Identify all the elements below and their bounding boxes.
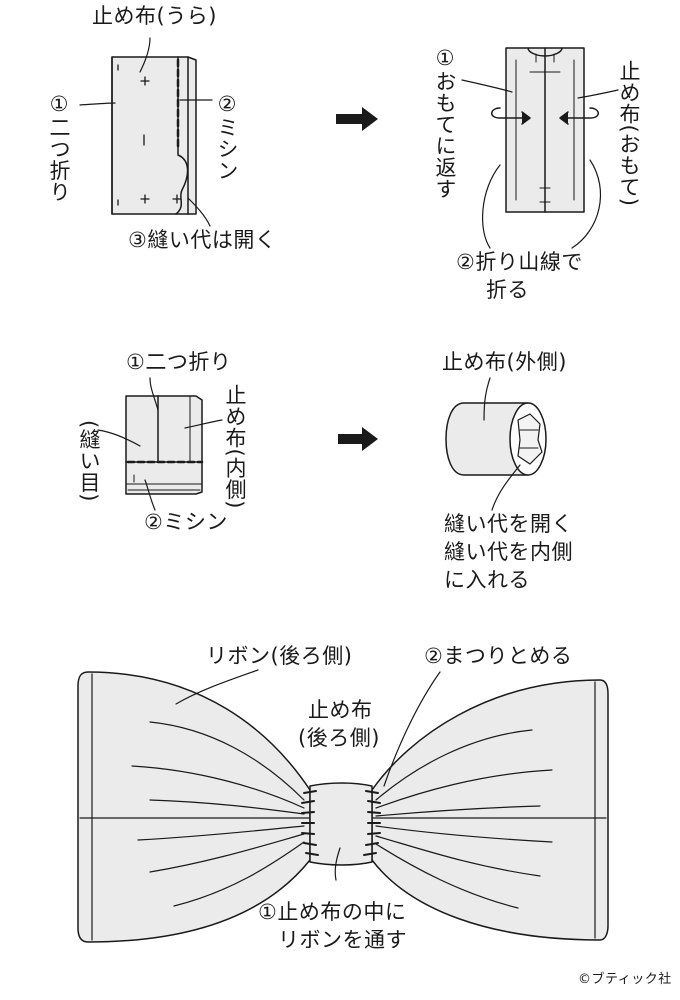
rotate-arrow-icons (491, 107, 599, 125)
step5-ribbon (77, 671, 609, 943)
step1-leaders (79, 37, 213, 227)
step3-inside-label: 止め布(内側) (223, 384, 248, 509)
step1-open-label: ③縫い代は開く (128, 228, 277, 252)
step2-foldline-2: 折る (486, 278, 529, 302)
step1-fold-label: ①二つ折り (47, 92, 72, 203)
step5-band (301, 782, 381, 866)
step2-turn-label: ①おもてに返す (433, 46, 458, 200)
step5-band-label-2: (後ろ側) (298, 726, 380, 750)
step5-band-label-1: 止め布 (308, 698, 373, 722)
copyright-text: ©ブティック社 (578, 972, 672, 987)
step3-fold-label: ①二つ折り (126, 350, 232, 374)
step3-fabric (125, 395, 204, 495)
step1-fabric (111, 56, 197, 215)
step4-note-3: に入れる (444, 568, 530, 592)
step5-pass-label-1: ①止め布の中に (258, 900, 407, 924)
step5-ribbon-back-label: リボン(後ろ側) (206, 644, 353, 668)
step2-foldline-1: ②折り山線で (456, 250, 583, 274)
arrow-right-icon (336, 107, 378, 451)
step4-leaders (483, 377, 521, 511)
step3-leaders (97, 377, 223, 511)
step5-pass-label-2: リボンを通す (278, 928, 407, 952)
step2-fabric-label: 止め布(おもて) (617, 60, 642, 207)
step4-note-1: 縫い代を開く (444, 512, 573, 536)
step3-seam-label: (縫い目) (77, 420, 102, 502)
step2-fabric (505, 47, 585, 213)
step1-sew-label: ②ミシン (215, 92, 240, 181)
step5-slipstitch-label: ②まつりとめる (424, 644, 573, 668)
step4-outside-label: 止め布(外側) (442, 350, 567, 374)
step1-title-label: 止め布(うら) (92, 4, 217, 28)
step4-note-2: 縫い代を内側 (444, 540, 573, 564)
step5-leaders (175, 669, 441, 881)
step2-leaders (461, 79, 619, 249)
step3-sew-label: ②ミシン (144, 510, 228, 534)
step4-tube (445, 402, 547, 476)
